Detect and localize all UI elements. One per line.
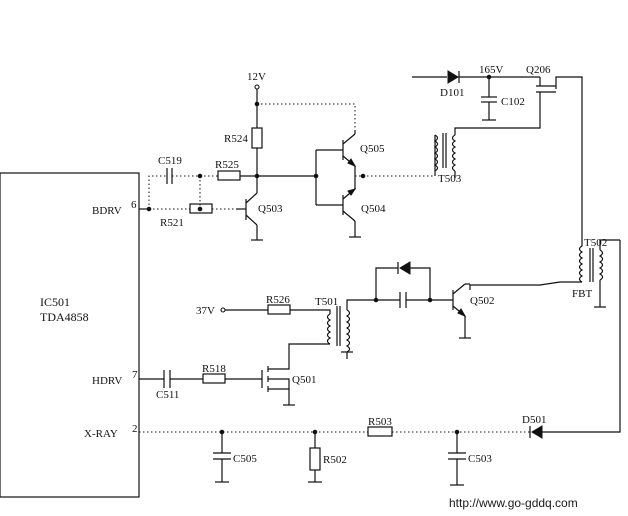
bdrv-stage: C519 R525 R521 Q503 xyxy=(139,155,283,241)
pin-hdrv-number: 7 xyxy=(132,369,138,381)
d101-label: D101 xyxy=(440,87,464,99)
c505-label: C505 xyxy=(233,453,257,465)
t501-stage: 37V R526 T501 xyxy=(196,294,376,360)
t502-label: T502 xyxy=(584,237,607,249)
pin-xray-label: X-RAY xyxy=(84,428,118,440)
c102-label: C102 xyxy=(501,96,525,108)
q206-label: Q206 xyxy=(526,64,551,76)
q502-label: Q502 xyxy=(470,295,494,307)
v12-supply: 12V R524 xyxy=(224,71,356,177)
xray-stage: R503 D501 C505 R502 C503 xyxy=(139,240,621,486)
ic-part: TDA4858 xyxy=(40,310,89,324)
pin-hdrv-label: HDRV xyxy=(92,375,122,387)
pin-bdrv-label: BDRV xyxy=(92,205,122,217)
r525-label: R525 xyxy=(215,159,239,171)
q502-stage: Q502 xyxy=(373,261,494,339)
hv-supply: D101 165V C102 Q206 xyxy=(412,64,583,240)
t502-fbt: T502 FBT xyxy=(469,237,620,308)
q505-label: Q505 xyxy=(360,143,385,155)
v37-label: 37V xyxy=(196,305,215,317)
pin-xray-number: 2 xyxy=(132,423,138,435)
q504-label: Q504 xyxy=(361,203,386,215)
c519-label: C519 xyxy=(158,155,182,167)
q501-label: Q501 xyxy=(292,374,316,386)
watermark-url: http://www.go-gddq.com xyxy=(449,496,578,510)
v165-label: 165V xyxy=(479,64,504,76)
r502-label: R502 xyxy=(323,454,347,466)
t503-label: T503 xyxy=(438,173,462,185)
fbt-label: FBT xyxy=(572,288,592,300)
r518-label: R518 xyxy=(202,363,226,375)
v12-label: 12V xyxy=(247,71,266,83)
hdrv-stage: C511 R518 Q501 xyxy=(139,360,316,406)
r524-label: R524 xyxy=(224,133,248,145)
r526-label: R526 xyxy=(266,294,290,306)
t503-transformer: T503 xyxy=(433,104,541,185)
ic-name: IC501 xyxy=(40,295,70,309)
q503-label: Q503 xyxy=(258,203,283,215)
d501-label: D501 xyxy=(522,414,546,426)
t501-label: T501 xyxy=(315,296,338,308)
ic501-block: IC501 TDA4858 BDRV 6 HDRV 7 X-RAY 2 xyxy=(0,172,140,498)
r521-label: R521 xyxy=(160,217,184,229)
c511-label: C511 xyxy=(156,389,179,401)
push-pull-stage: Q505 Q504 xyxy=(313,130,435,238)
c503-label: C503 xyxy=(468,453,492,465)
pin-bdrv-number: 6 xyxy=(131,199,137,211)
r503-label: R503 xyxy=(368,416,392,428)
